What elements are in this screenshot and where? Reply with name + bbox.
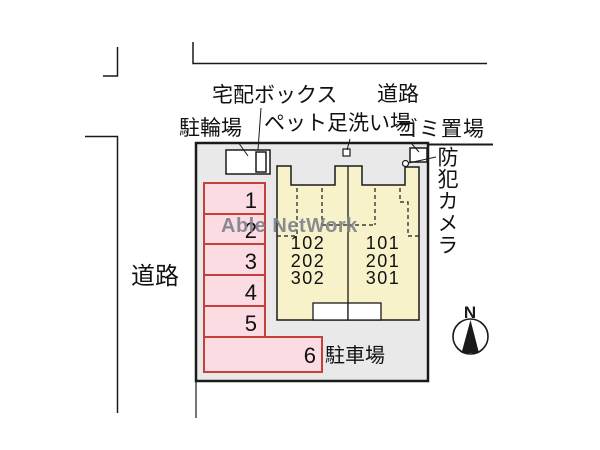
parking-number-4: 4 — [244, 280, 257, 305]
road-corner-upper-left — [103, 47, 119, 77]
delivery-box-marker — [255, 151, 267, 173]
leader-pet-wash — [346, 138, 351, 151]
parking-number-6: 6 — [303, 343, 316, 368]
parking-number-3: 3 — [244, 249, 257, 274]
label-road-top: 道路 — [377, 83, 419, 106]
label-bicycle-parking: 駐輪場 — [179, 117, 242, 140]
label-delivery-box: 宅配ボックス — [212, 84, 338, 107]
label-security-camera: 防犯カメラ — [435, 146, 459, 256]
room-number: 301 — [365, 268, 401, 288]
parking-number-5: 5 — [244, 311, 257, 336]
leader-camera — [408, 156, 437, 164]
leader-bicycle-parking — [237, 141, 249, 157]
parking-number-2: 2 — [244, 218, 257, 243]
right-unit-room-numbers: 101 201 301 — [361, 233, 405, 288]
parking-space-3 — [203, 243, 266, 278]
watermark: Able NetWork — [221, 215, 358, 237]
parking-space-6 — [203, 336, 323, 373]
parking-space-1 — [203, 182, 266, 217]
label-pet-foot-wash: ペット足洗い場 — [264, 112, 411, 135]
porch-left — [312, 302, 349, 321]
road-edge-left — [85, 135, 119, 413]
leader-delivery-box — [257, 107, 262, 151]
parking-number-1: 1 — [244, 188, 257, 213]
room-number: 202 — [290, 250, 326, 271]
label-car-parking: 駐車場 — [325, 345, 385, 367]
leader-lines — [237, 107, 437, 164]
leader-garbage — [410, 142, 420, 153]
label-road-left: 道路 — [131, 263, 179, 290]
label-garbage-area: ゴミ置場 — [397, 118, 485, 141]
pet-wash-marker — [342, 148, 351, 157]
room-number: 102 — [290, 233, 326, 253]
garbage-box-marker — [409, 147, 428, 163]
parking-spaces — [203, 182, 323, 373]
north-compass-icon: N — [452, 303, 489, 355]
north-label: N — [464, 303, 476, 322]
security-camera-marker — [401, 159, 410, 168]
room-number: 101 — [365, 233, 401, 253]
upper-floor-dashed-outline — [277, 188, 419, 237]
porch-right — [347, 302, 382, 321]
room-number: 201 — [365, 250, 401, 271]
parking-space-4 — [203, 274, 266, 309]
room-number: 302 — [290, 268, 326, 288]
road-edge-top — [192, 42, 487, 65]
left-unit-room-numbers: 102 202 302 — [286, 233, 330, 288]
parking-space-2 — [203, 213, 266, 247]
